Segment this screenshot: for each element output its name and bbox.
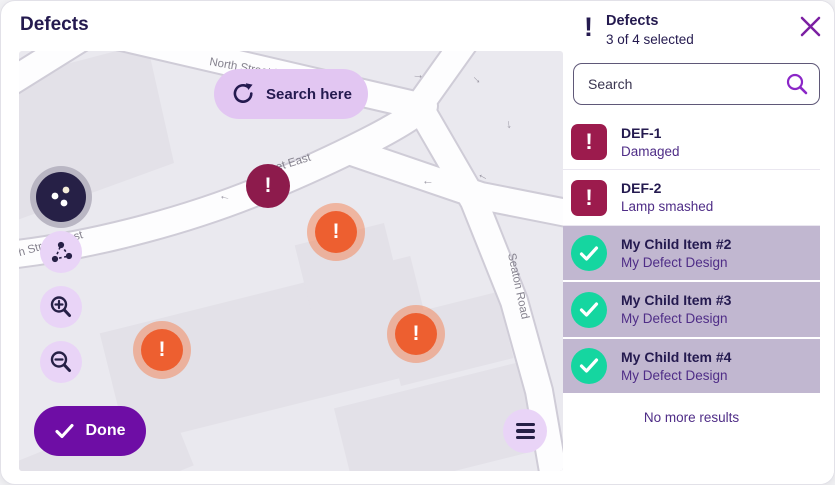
item-title: DEF-1 [621,125,662,141]
item-subtitle: My Defect Design [621,254,728,270]
item-title: My Child Item #4 [621,348,732,365]
list-item-child-2[interactable]: My Child Item #2 My Defect Design [563,225,820,283]
cluster-toggle-button[interactable] [30,166,92,228]
list-item-def-1[interactable]: ! DEF-1 Damaged [563,115,820,171]
item-title: My Child Item #2 [621,235,732,252]
defects-list: ! DEF-1 Damaged ! DEF-2 Lamp smashed My … [563,115,834,426]
defect-exclamation-icon: ! [571,179,607,216]
list-item-child-4[interactable]: My Child Item #4 My Defect Design [563,338,820,396]
check-circle-icon [571,347,607,384]
map-marker-defect-orange-3[interactable]: ! [395,313,437,355]
item-subtitle: My Defect Design [621,311,728,327]
selection-count: 3 of 4 selected [606,32,694,47]
zoom-in-icon [50,296,71,317]
page-title: Defects [20,14,89,35]
draw-polygon-button[interactable] [40,231,82,273]
map-base-layer: North Street Ea Street East High Street … [19,51,563,471]
no-more-results-text: No more results [643,410,740,426]
search-icon [785,72,809,96]
map-menu-button[interactable] [503,409,547,453]
polygon-draw-icon [51,241,73,263]
check-circle-icon [571,235,607,272]
close-button[interactable] [795,11,825,41]
list-item-child-3[interactable]: My Child Item #3 My Defect Design [563,282,820,339]
svg-text:→: → [503,117,519,131]
refresh-icon [233,83,253,103]
item-subtitle: Damaged [621,143,680,159]
item-title: DEF-2 [621,180,662,197]
cluster-points-icon [36,172,86,222]
search-input[interactable] [586,75,785,93]
close-icon [800,16,820,36]
item-title: My Child Item #3 [621,292,732,309]
zoom-out-button[interactable] [40,341,82,383]
list-item-def-2[interactable]: ! DEF-2 Lamp smashed [563,170,820,226]
item-subtitle: Lamp smashed [621,199,714,215]
done-button[interactable]: Done [34,406,146,456]
search-here-label: Search here [266,85,352,103]
sidebar-search-box [573,63,820,105]
hamburger-icon [515,422,535,427]
sidebar-title: Defects [606,13,659,29]
defect-exclamation-icon: ! [571,124,607,161]
check-circle-icon [571,291,607,328]
marker-exclamation-icon: ! [158,338,166,361]
item-subtitle: My Defect Design [621,367,728,383]
map-canvas[interactable]: North Street Ea Street East High Street … [19,51,563,471]
svg-text:→: → [469,69,487,87]
zoom-out-icon [50,351,71,372]
marker-exclamation-icon: ! [264,174,272,197]
map-marker-defect-maroon[interactable]: ! [246,164,290,208]
marker-exclamation-icon: ! [412,322,420,345]
map-marker-defect-orange-2[interactable]: ! [141,329,183,371]
marker-exclamation-icon: ! [332,220,340,243]
svg-text:→: → [473,170,490,188]
map-marker-defect-orange-1[interactable]: ! [315,211,357,253]
svg-text:→: → [217,192,232,208]
svg-text:→: → [421,177,434,192]
checkmark-icon [54,423,74,439]
zoom-in-button[interactable] [40,286,82,328]
defect-exclamation-icon: ! [584,12,593,42]
done-label: Done [85,422,126,439]
sidebar-header: ! Defects 3 of 4 selected [563,1,834,57]
svg-text:→: → [412,67,425,82]
defects-sidebar: ! Defects 3 of 4 selected [563,1,834,484]
search-here-button[interactable]: Search here [214,69,368,119]
